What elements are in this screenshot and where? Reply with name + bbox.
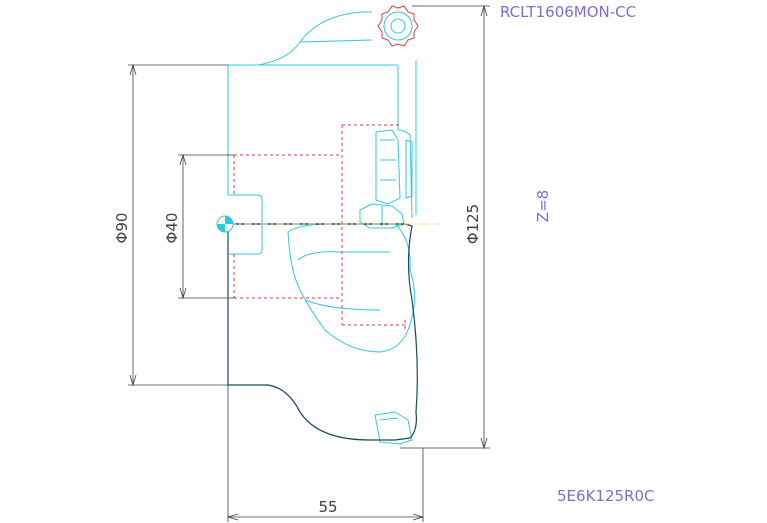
tooth-count-label: Z=8 (534, 190, 552, 222)
dim-length-55: 55 (318, 498, 337, 516)
center-mark-icon (216, 215, 234, 233)
section-outline (227, 223, 418, 441)
dim-dia-90: Φ90 (113, 213, 131, 244)
part-code-label: 5E6K125R0C (557, 487, 654, 505)
insert-code-label: RCLT1606MON-CC (500, 3, 636, 21)
insert-screw (383, 11, 413, 41)
cutter-body-outline (227, 11, 417, 445)
round-insert-top (377, 5, 419, 47)
dimension-lines (128, 4, 490, 522)
hidden-lines (233, 124, 406, 330)
dim-dia-40: Φ40 (163, 213, 181, 244)
dim-dia-125: Φ125 (464, 204, 482, 244)
